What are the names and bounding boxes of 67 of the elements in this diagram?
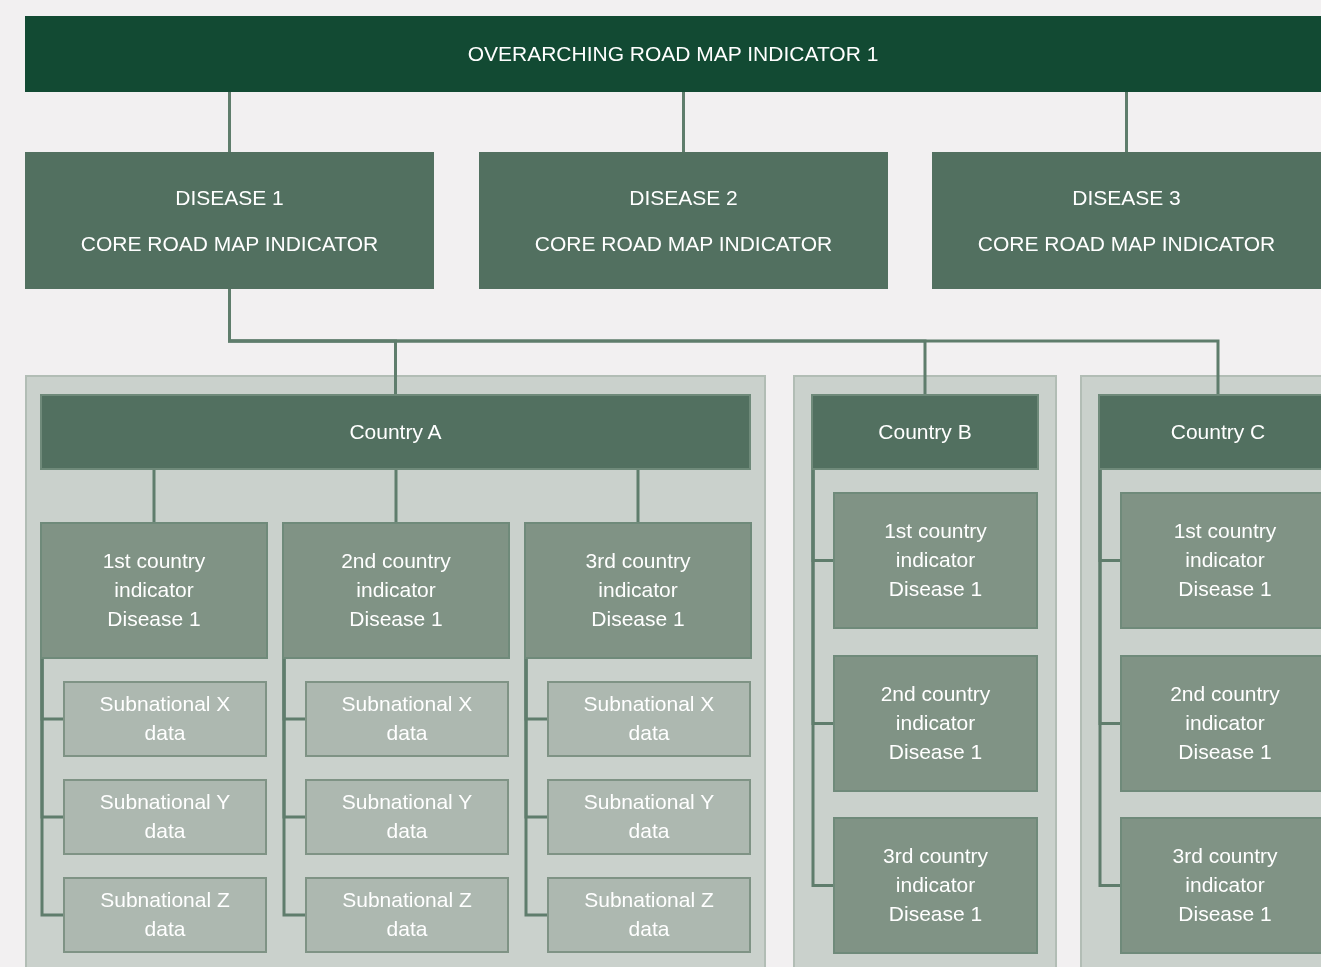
subheading-text: CORE ROAD MAP INDICATOR xyxy=(534,230,833,257)
data-box xyxy=(547,877,751,953)
connector-line xyxy=(682,92,685,152)
indicator-box xyxy=(479,152,888,289)
indicator-box xyxy=(524,522,752,659)
heading-text: DISEASE 2 xyxy=(629,185,738,212)
indicator-box xyxy=(833,492,1038,629)
data-box xyxy=(63,877,267,953)
panel-background xyxy=(25,375,766,967)
data-box xyxy=(547,681,751,757)
node-text: 1st country indicator Disease 1 xyxy=(1172,518,1278,602)
indicator-box xyxy=(833,817,1038,954)
indicator-box xyxy=(932,152,1321,289)
data-box xyxy=(305,681,509,757)
node-text: OVERARCHING ROAD MAP INDICATOR 1 xyxy=(467,41,879,68)
node-text: Subnational Z data xyxy=(583,887,715,942)
connector-line xyxy=(1098,470,1120,887)
node-text: Subnational Y data xyxy=(98,789,232,844)
subheading-text: CORE ROAD MAP INDICATOR xyxy=(977,230,1276,257)
node-text: 2nd country indicator Disease 1 xyxy=(879,681,992,765)
node-text: 2nd country indicator Disease 1 xyxy=(340,548,452,632)
node-text: Subnational X data xyxy=(582,691,716,746)
header-bar xyxy=(25,16,1321,92)
indicator-box xyxy=(1120,492,1321,629)
connector-line xyxy=(1125,92,1128,152)
indicator-box xyxy=(25,152,434,289)
data-box xyxy=(63,681,267,757)
connector-line xyxy=(228,92,231,152)
connector-line xyxy=(394,470,398,522)
indicator-box xyxy=(833,655,1038,792)
panel-background xyxy=(793,375,1057,967)
panel-background xyxy=(1080,375,1321,967)
node-text: Subnational X data xyxy=(340,691,474,746)
indicator-box xyxy=(40,522,268,659)
node-text: Country A xyxy=(349,419,442,446)
node-text: Subnational Z data xyxy=(341,887,473,942)
heading-text: DISEASE 1 xyxy=(175,185,284,212)
indicator-box xyxy=(1120,655,1321,792)
node-text: 3rd country indicator Disease 1 xyxy=(1171,843,1279,927)
node-text: 1st country indicator Disease 1 xyxy=(883,518,988,602)
data-box xyxy=(547,779,751,855)
indicator-box xyxy=(1120,817,1321,954)
node-text: Country B xyxy=(878,419,972,446)
connector-line xyxy=(282,659,305,917)
node-text: Subnational Z data xyxy=(99,887,231,942)
node-text: Subnational X data xyxy=(98,691,232,746)
connector-line xyxy=(811,470,833,887)
heading-text: DISEASE 3 xyxy=(1072,185,1181,212)
country-box xyxy=(811,394,1039,470)
data-box xyxy=(63,779,267,855)
data-box xyxy=(305,779,509,855)
connector-line xyxy=(152,470,156,522)
node-text: 1st country indicator Disease 1 xyxy=(101,548,207,632)
country-box xyxy=(1098,394,1321,470)
node-text: Country C xyxy=(1170,419,1266,446)
indicator-box xyxy=(282,522,510,659)
node-text: Subnational Y data xyxy=(340,789,474,844)
connector-line xyxy=(636,470,640,522)
country-box xyxy=(40,394,751,470)
subheading-text: CORE ROAD MAP INDICATOR xyxy=(80,230,379,257)
node-text: 3rd country indicator Disease 1 xyxy=(881,843,990,927)
node-text: 3rd country indicator Disease 1 xyxy=(584,548,692,632)
connector-line xyxy=(524,659,547,917)
node-text: Subnational Y data xyxy=(582,789,716,844)
node-text: 2nd country indicator Disease 1 xyxy=(1169,681,1281,765)
data-box xyxy=(305,877,509,953)
connector-line xyxy=(40,659,63,917)
